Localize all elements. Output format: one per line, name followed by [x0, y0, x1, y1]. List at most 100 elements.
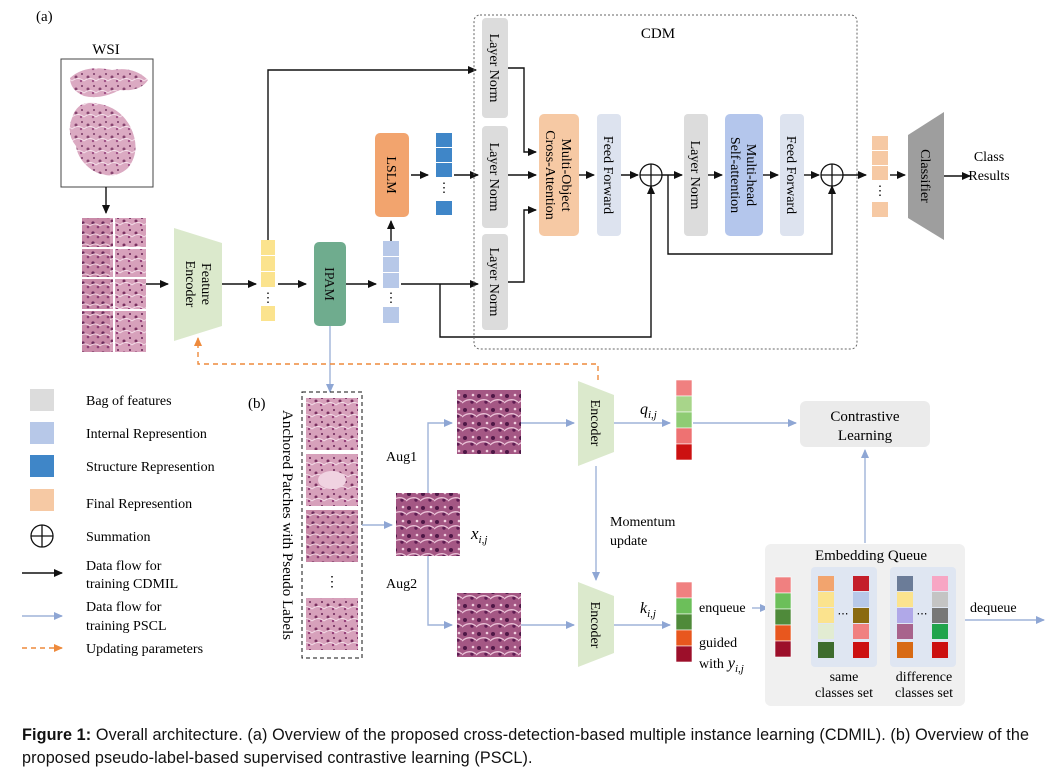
kStack-cell: [675, 629, 693, 647]
legend: Bag of features Internal Represention St…: [22, 389, 215, 657]
same-classes-set-embeddings: ⋯: [818, 576, 869, 658]
legend-pscl-line2: training PSCL: [86, 619, 167, 634]
same-classes-line2: classes set: [815, 686, 873, 701]
feed-forward-2-block: [780, 114, 804, 236]
multi-head-self-attention-block: [725, 114, 763, 236]
same-classes-line1: same: [830, 670, 859, 685]
queueStack-cell: [774, 576, 792, 594]
svg-text:⋯: ⋯: [838, 608, 849, 620]
feed-forward-1-block: [597, 114, 621, 236]
figure-caption: Figure 1: Overall architecture. (a) Over…: [22, 724, 1048, 770]
svg-text:Layer Norm: Layer Norm: [486, 34, 501, 103]
final-representation-stack: ⋮: [872, 136, 888, 217]
queueStack-cell: [774, 640, 792, 658]
legend-swatch-final: [30, 489, 54, 511]
lslm-label: LSLM: [383, 156, 398, 194]
difference-classes-set-embeddings: ⋯: [897, 576, 948, 658]
arrow-aug2: [427, 556, 453, 629]
momentum-line1: Momentum: [610, 515, 675, 530]
caption-prefix: Figure 1:: [22, 726, 92, 744]
kStack-cell: [675, 645, 693, 663]
arrow-updating-parameters: [194, 337, 599, 380]
feature-encoder-block: [174, 228, 222, 341]
figure-canvas: (a) (b) WSI FeatureEncoder ⋮ IPAM: [22, 9, 1045, 706]
k-embedding-stack: [675, 581, 693, 663]
multi-object-cross-attention-label: Multi-ObjectCross-Attention: [542, 130, 573, 219]
arrow-residual-2: [667, 175, 836, 255]
qStack-cell: [675, 427, 693, 445]
svg-text:⋮: ⋮: [874, 183, 887, 198]
legend-swatch-bag: [30, 389, 54, 411]
legend-pscl-line1: Data flow for: [86, 600, 162, 615]
contrastive-line1: Contrastive: [830, 409, 899, 425]
xij-label: xi,j: [470, 524, 487, 546]
aug2-label: Aug2: [386, 577, 417, 592]
k-label: ki,j: [640, 600, 656, 620]
anchored-patch-images: [306, 398, 358, 650]
momentum-line2: update: [610, 534, 647, 549]
panel-b-label: (b): [248, 396, 266, 412]
ipam-label: IPAM: [321, 267, 336, 301]
legend-swatch-internal: [30, 422, 54, 444]
layer-norm-top: Layer Norm: [482, 18, 508, 118]
kStack-cell: [675, 581, 693, 599]
anchored-patches-label: Anchored Patches with Pseudo Labels: [279, 410, 295, 640]
classifier-label: Classifier: [917, 149, 932, 203]
guided-label: guided: [699, 636, 737, 651]
xij-patch-image: [396, 493, 460, 556]
layer-norm-middle: Layer Norm: [482, 126, 508, 228]
wsi-thumbnail: [69, 68, 148, 176]
queueStack-cell: [774, 608, 792, 626]
structure-representation-stack: ⋮: [436, 133, 452, 215]
legend-final-label: Final Represention: [86, 497, 192, 512]
arrow-features-to-layernorm-top: [267, 66, 477, 240]
legend-summation-label: Summation: [86, 530, 151, 545]
key-encoder-label: Encoder: [587, 602, 602, 649]
summation-2-icon: [820, 163, 844, 187]
feed-forward-1-label: Feed Forward: [600, 136, 615, 214]
legend-structure-label: Structure Represention: [86, 460, 215, 475]
svg-text:Layer Norm: Layer Norm: [486, 143, 501, 212]
ipam-block: [314, 242, 346, 326]
query-encoder-block: [578, 381, 614, 466]
kStack-cell: [675, 613, 693, 631]
qStack-cell: [675, 443, 693, 461]
query-encoder-label: Encoder: [587, 400, 602, 447]
feed-forward-2-label: Feed Forward: [783, 136, 798, 214]
q-label: qi,j: [640, 401, 657, 421]
qStack-cell: [675, 379, 693, 397]
enqueue-label: enqueue: [699, 601, 746, 616]
multi-object-cross-attention-block: [539, 114, 579, 236]
qStack-cell: [675, 395, 693, 413]
legend-swatch-structure: [30, 455, 54, 477]
legend-cdmil-line1: Data flow for: [86, 559, 162, 574]
lslm-block: [375, 133, 409, 217]
feature-encoder-label: FeatureEncoder: [182, 261, 213, 308]
qStack-cell: [675, 411, 693, 429]
summation-1-icon: [639, 163, 663, 187]
embedding-queue-label: Embedding Queue: [815, 548, 927, 564]
key-encoder-block: [578, 582, 614, 667]
aug1-patch-image: [457, 390, 521, 454]
cdm-label: CDM: [641, 26, 675, 42]
wsi-label: WSI: [92, 42, 120, 58]
layer-norm-bottom: Layer Norm: [482, 234, 508, 330]
svg-text:⋮: ⋮: [262, 290, 275, 305]
legend-summation-icon: [30, 524, 54, 548]
legend-cdmil-line2: training CDMIL: [86, 577, 178, 592]
aug2-patch-image: [457, 593, 521, 657]
contrastive-learning-block: [800, 401, 930, 447]
svg-text:⋯: ⋯: [917, 608, 928, 620]
arrow-residual-1: [439, 185, 655, 338]
cdm-box: [473, 14, 858, 350]
layer-norm-4-block: [684, 114, 708, 236]
difference-classes-line2: classes set: [895, 686, 953, 701]
anchored-patches-ellipsis: ⋮: [325, 575, 339, 590]
svg-text:⋮: ⋮: [385, 290, 398, 305]
multi-head-self-attention-label: Multi-headSelf-attention: [727, 137, 758, 213]
aug1-label: Aug1: [386, 450, 417, 465]
difference-classes-line1: difference: [896, 670, 952, 685]
